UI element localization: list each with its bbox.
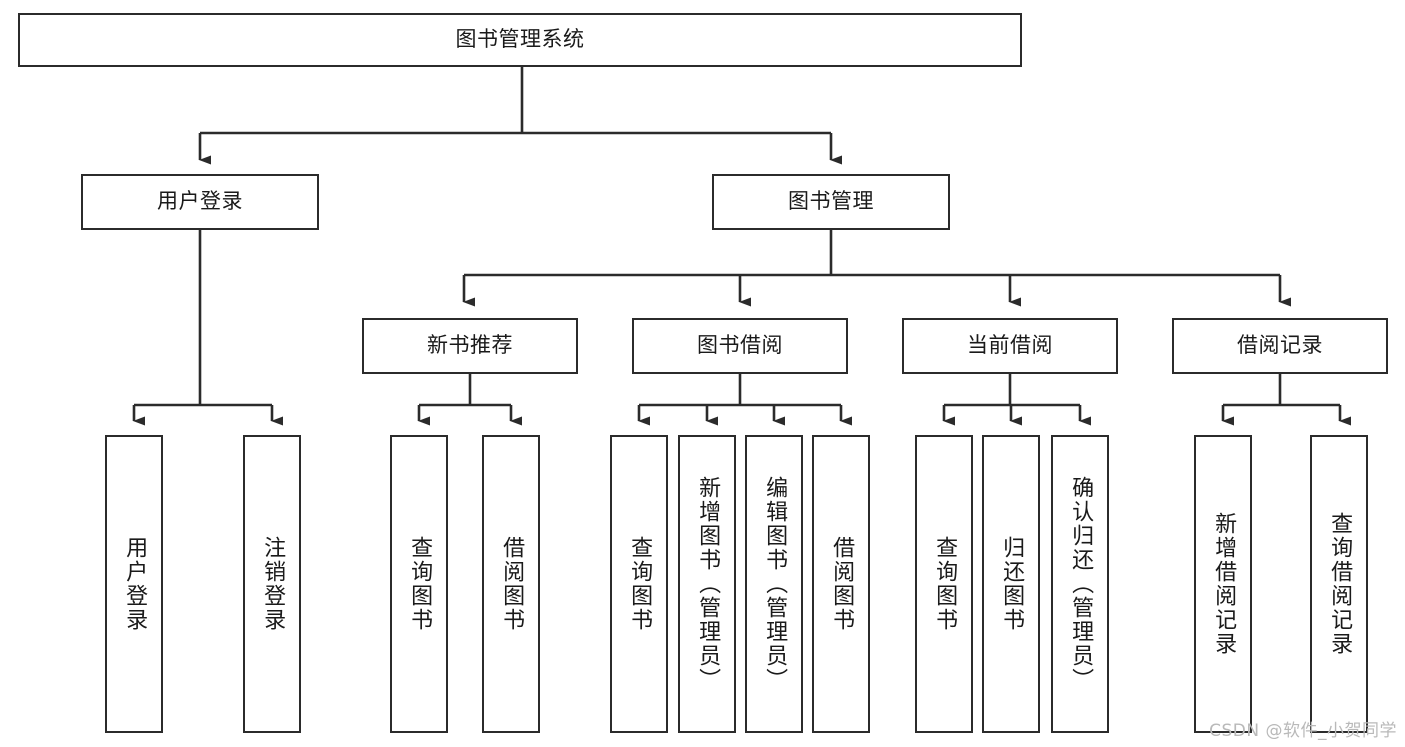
node-current-borrow[interactable]: 当前借阅 xyxy=(902,318,1118,374)
node-leaf-confirm-return-label: 确认归还（管理员） xyxy=(1068,476,1094,692)
node-leaf-query-book-2-label: 查询图书 xyxy=(627,536,653,632)
node-current-borrow-label: 当前借阅 xyxy=(967,333,1053,358)
node-leaf-edit-book-label: 编辑图书（管理员） xyxy=(762,476,788,692)
node-new-book-rec-label: 新书推荐 xyxy=(427,333,513,358)
node-user-login[interactable]: 用户登录 xyxy=(81,174,319,230)
node-leaf-user-login-label: 用户登录 xyxy=(122,536,148,632)
node-root[interactable]: 图书管理系统 xyxy=(18,13,1022,67)
node-leaf-add-book[interactable]: 新增图书（管理员） xyxy=(678,435,736,733)
node-leaf-query-book-3[interactable]: 查询图书 xyxy=(915,435,973,733)
node-leaf-borrow-book-2[interactable]: 借阅图书 xyxy=(812,435,870,733)
node-user-login-label: 用户登录 xyxy=(157,189,243,214)
node-leaf-query-book-1-label: 查询图书 xyxy=(407,536,433,632)
node-borrow-record-label: 借阅记录 xyxy=(1237,333,1323,358)
csdn-watermark: CSDN @软件_小贺同学 xyxy=(1209,721,1397,741)
node-book-manage[interactable]: 图书管理 xyxy=(712,174,950,230)
node-leaf-user-login[interactable]: 用户登录 xyxy=(105,435,163,733)
node-borrow-record[interactable]: 借阅记录 xyxy=(1172,318,1388,374)
node-leaf-logout-label: 注销登录 xyxy=(260,536,286,632)
node-new-book-rec[interactable]: 新书推荐 xyxy=(362,318,578,374)
node-leaf-add-record-label: 新增借阅记录 xyxy=(1211,512,1237,656)
node-leaf-logout[interactable]: 注销登录 xyxy=(243,435,301,733)
node-leaf-edit-book[interactable]: 编辑图书（管理员） xyxy=(745,435,803,733)
node-leaf-query-book-2[interactable]: 查询图书 xyxy=(610,435,668,733)
node-leaf-add-record[interactable]: 新增借阅记录 xyxy=(1194,435,1252,733)
node-book-manage-label: 图书管理 xyxy=(788,189,874,214)
node-leaf-query-book-3-label: 查询图书 xyxy=(932,536,958,632)
node-leaf-borrow-book-1-label: 借阅图书 xyxy=(499,536,525,632)
node-leaf-borrow-book-1[interactable]: 借阅图书 xyxy=(482,435,540,733)
node-leaf-query-record[interactable]: 查询借阅记录 xyxy=(1310,435,1368,733)
node-leaf-return-book-label: 归还图书 xyxy=(999,536,1025,632)
node-leaf-query-book-1[interactable]: 查询图书 xyxy=(390,435,448,733)
node-book-borrow-label: 图书借阅 xyxy=(697,333,783,358)
node-leaf-borrow-book-2-label: 借阅图书 xyxy=(829,536,855,632)
node-leaf-add-book-label: 新增图书（管理员） xyxy=(695,476,721,692)
node-leaf-confirm-return[interactable]: 确认归还（管理员） xyxy=(1051,435,1109,733)
node-root-label: 图书管理系统 xyxy=(455,27,585,52)
node-book-borrow[interactable]: 图书借阅 xyxy=(632,318,848,374)
node-leaf-return-book[interactable]: 归还图书 xyxy=(982,435,1040,733)
node-leaf-query-record-label: 查询借阅记录 xyxy=(1327,512,1353,656)
